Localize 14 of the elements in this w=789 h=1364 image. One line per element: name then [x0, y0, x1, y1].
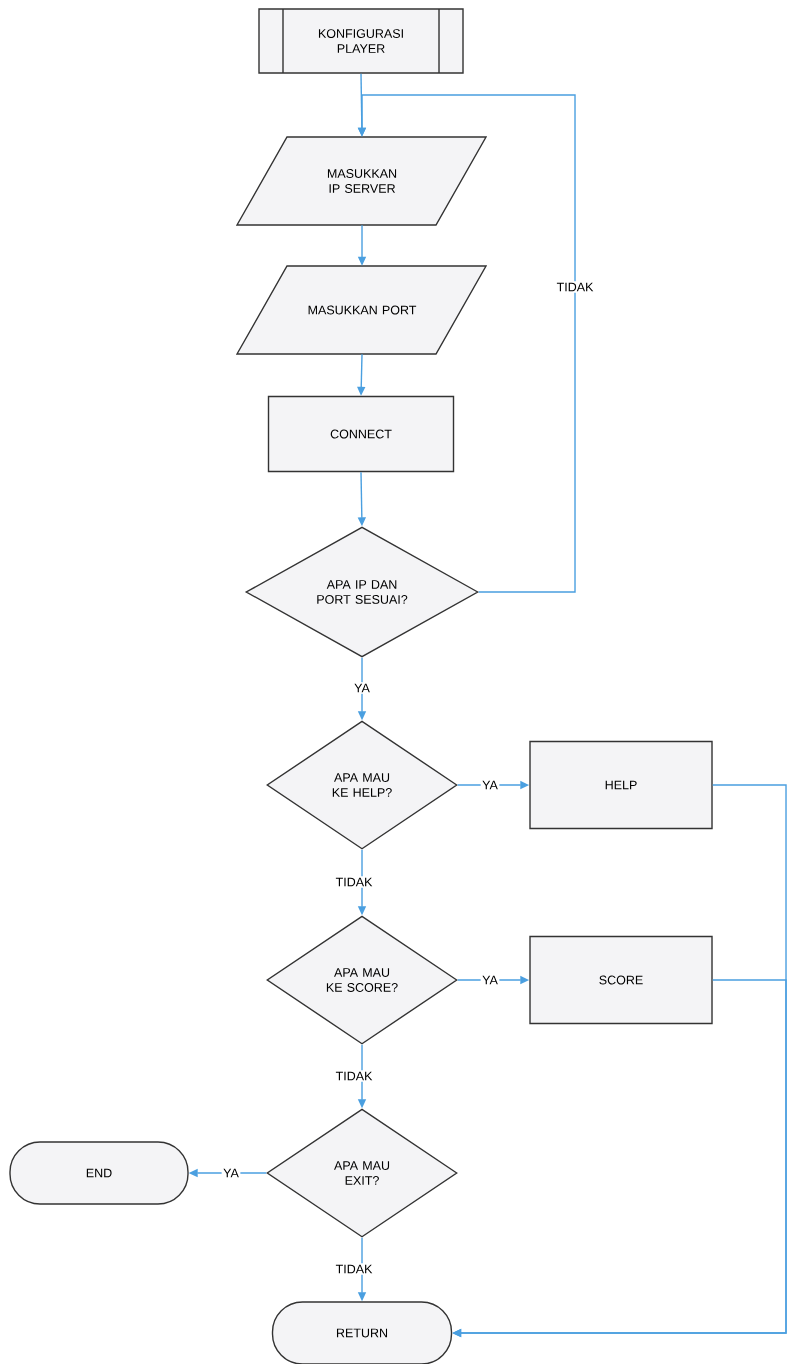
edge-label: YA	[480, 779, 500, 791]
edge-label: YA	[221, 1167, 241, 1179]
edge-label: YA	[480, 974, 500, 986]
process-box: SCORE	[529, 935, 713, 1025]
predefined-process-box: KONFIGURASI PLAYER	[258, 8, 464, 74]
terminal-box: END	[9, 1141, 189, 1205]
process-box: HELP	[529, 740, 713, 830]
edge-label: TIDAK	[334, 1263, 374, 1275]
edge-label: TIDAK	[334, 876, 374, 888]
edge-label: TIDAK	[334, 1070, 374, 1082]
edge-label: TIDAK	[555, 281, 595, 293]
terminal-box: RETURN	[271, 1301, 453, 1364]
edge-label: YA	[352, 682, 372, 694]
process-box: CONNECT	[267, 395, 455, 473]
